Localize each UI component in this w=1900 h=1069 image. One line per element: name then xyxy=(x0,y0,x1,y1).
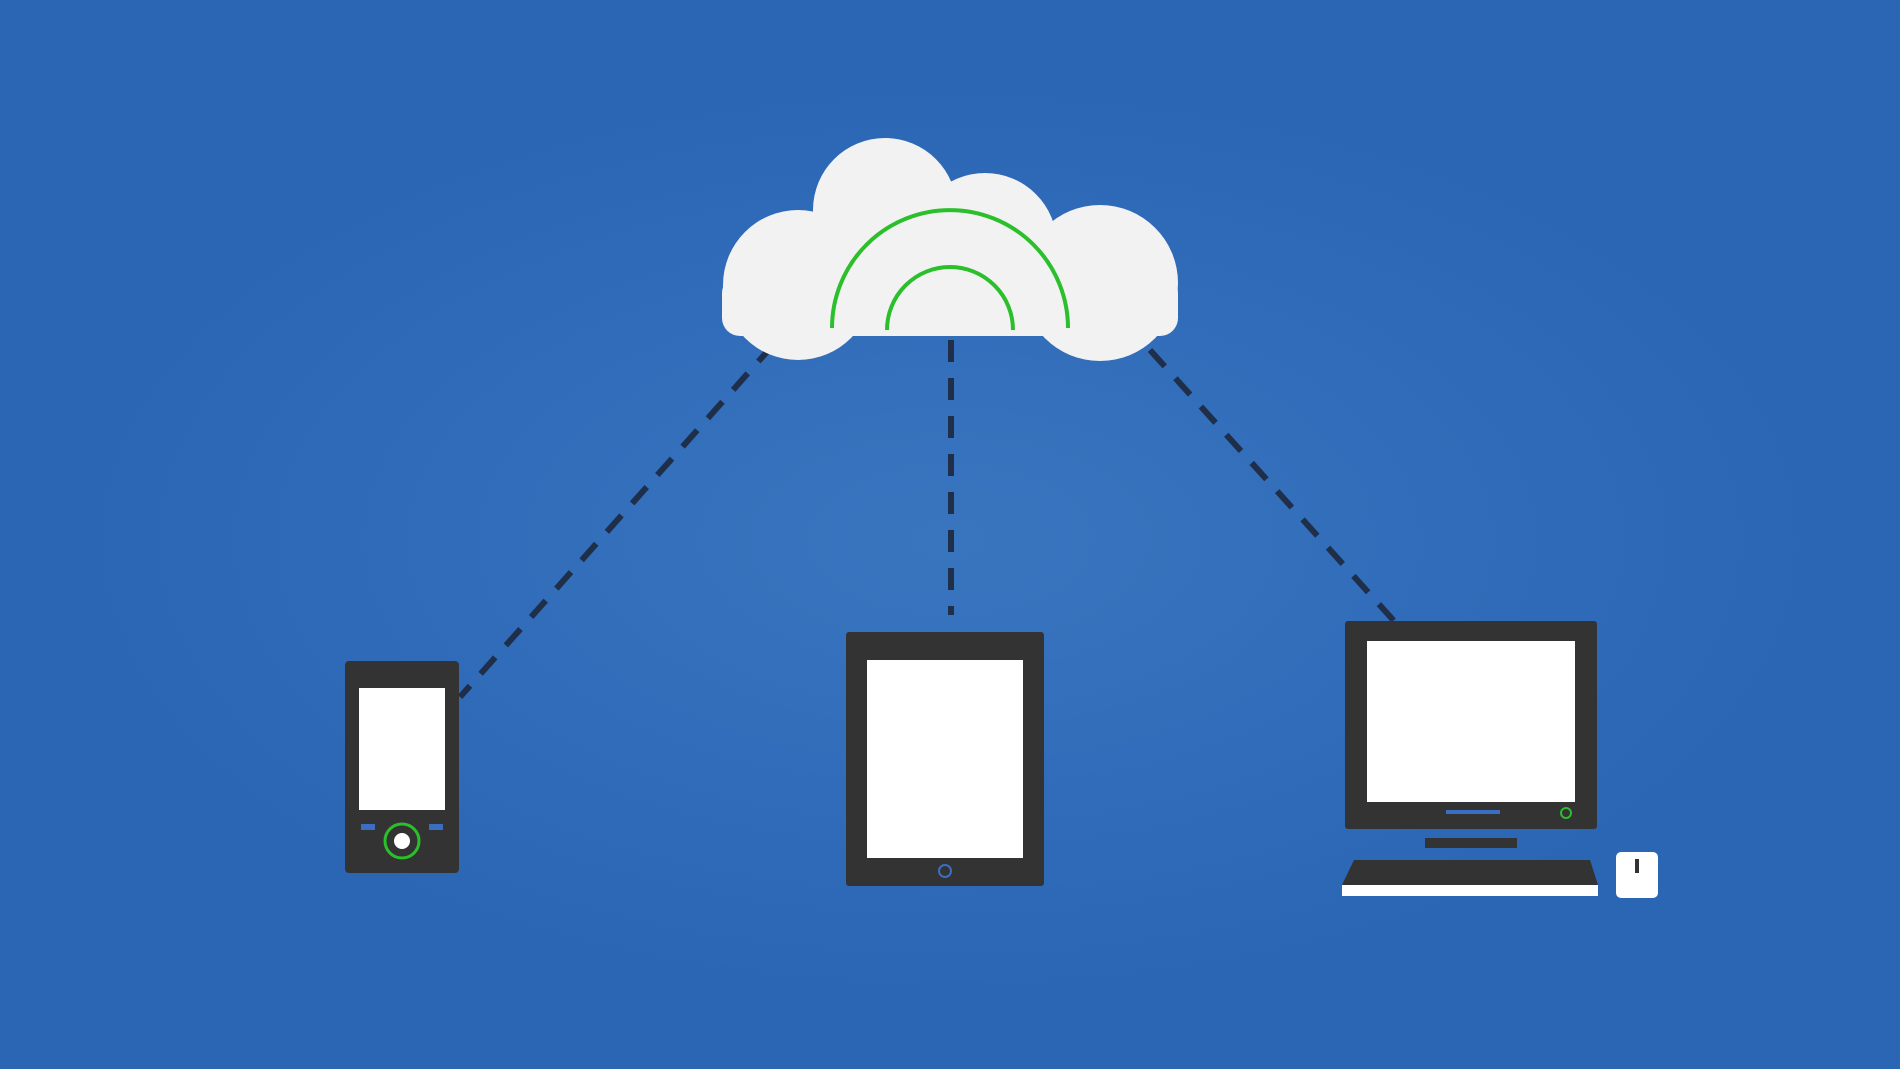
desktop-computer-icon xyxy=(1342,621,1658,898)
smartphone-screen xyxy=(359,688,445,810)
smartphone-right-key xyxy=(429,824,443,830)
cloud-icon xyxy=(722,138,1178,361)
keyboard-front-edge xyxy=(1342,885,1598,896)
monitor-stand xyxy=(1425,838,1517,848)
connector-cloud-smartphone xyxy=(457,343,776,699)
mouse-scroll-wheel xyxy=(1635,859,1639,873)
computer-mouse-icon xyxy=(1616,852,1658,898)
tablet-icon xyxy=(846,632,1044,886)
monitor-screen xyxy=(1367,641,1575,802)
smartphone-nav-ring xyxy=(383,822,421,860)
tablet-home-button xyxy=(938,864,952,878)
wifi-signal-icon xyxy=(830,208,1070,331)
keyboard xyxy=(1342,860,1598,885)
smartphone-left-key xyxy=(361,824,375,830)
connectors xyxy=(457,340,1398,699)
tablet-screen xyxy=(867,660,1023,858)
monitor-speaker-slot xyxy=(1446,810,1500,814)
monitor-power-light xyxy=(1560,807,1572,819)
smartphone-nav-button xyxy=(394,833,410,849)
connector-cloud-desktop xyxy=(1147,347,1398,625)
smartphone-icon xyxy=(345,661,459,873)
